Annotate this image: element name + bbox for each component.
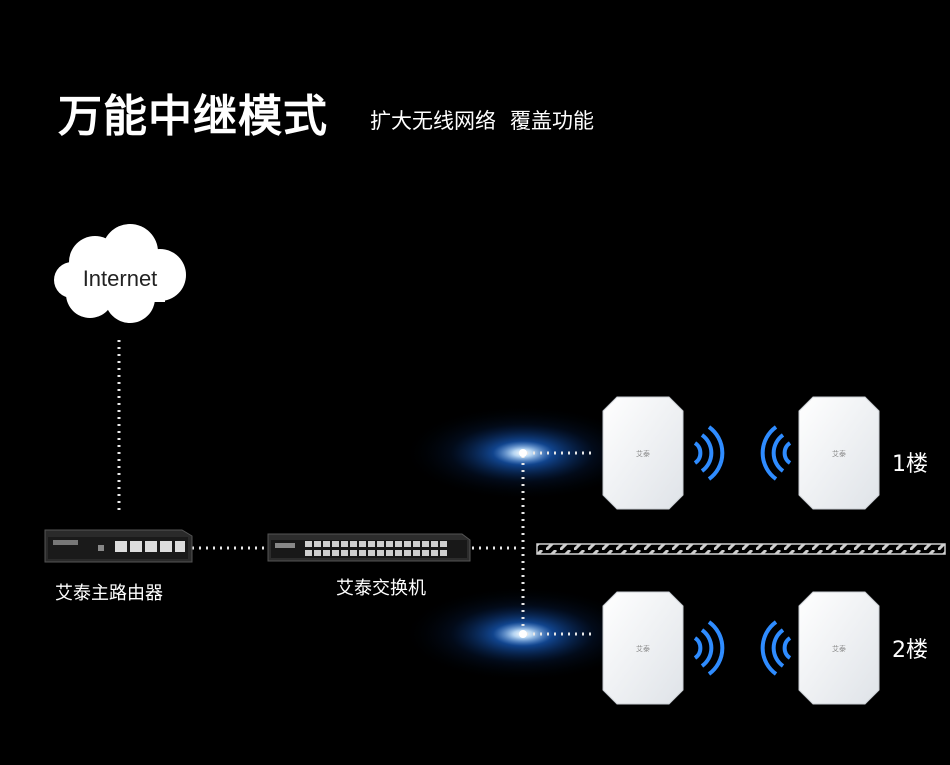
cloud-label: Internet: [82, 266, 158, 291]
access-point-icon-1a: [602, 396, 684, 510]
switch-label: 艾泰交换机: [336, 578, 426, 599]
connection-lines: [117, 340, 596, 636]
subtitle-part-2: 覆盖功能: [510, 109, 594, 133]
cloud-icon: [54, 224, 186, 323]
access-point-icon-2a: [602, 591, 684, 705]
router-label: 艾泰主路由器: [55, 583, 163, 604]
wifi-signal-icon-1a: [693, 425, 725, 481]
subtitle-part-1: 扩大无线网络: [370, 109, 496, 133]
wifi-signal-icon-1b: [760, 425, 792, 481]
access-point-icon-2b: [798, 591, 880, 705]
access-point-icon-1b: [798, 396, 880, 510]
switch-icon: [267, 533, 471, 562]
router-icon: [44, 529, 193, 563]
floor-divider: [536, 543, 946, 555]
page-subtitle: 扩大无线网络覆盖功能: [370, 105, 594, 135]
wifi-signal-icon-2a: [693, 620, 725, 676]
page-title: 万能中继模式: [58, 91, 328, 142]
node-core-1: [519, 449, 527, 457]
floor-label-2: 2楼: [892, 638, 928, 663]
floor-label-1: 1楼: [892, 452, 928, 477]
wifi-signal-icon-2b: [760, 620, 792, 676]
node-core-2: [519, 630, 527, 638]
